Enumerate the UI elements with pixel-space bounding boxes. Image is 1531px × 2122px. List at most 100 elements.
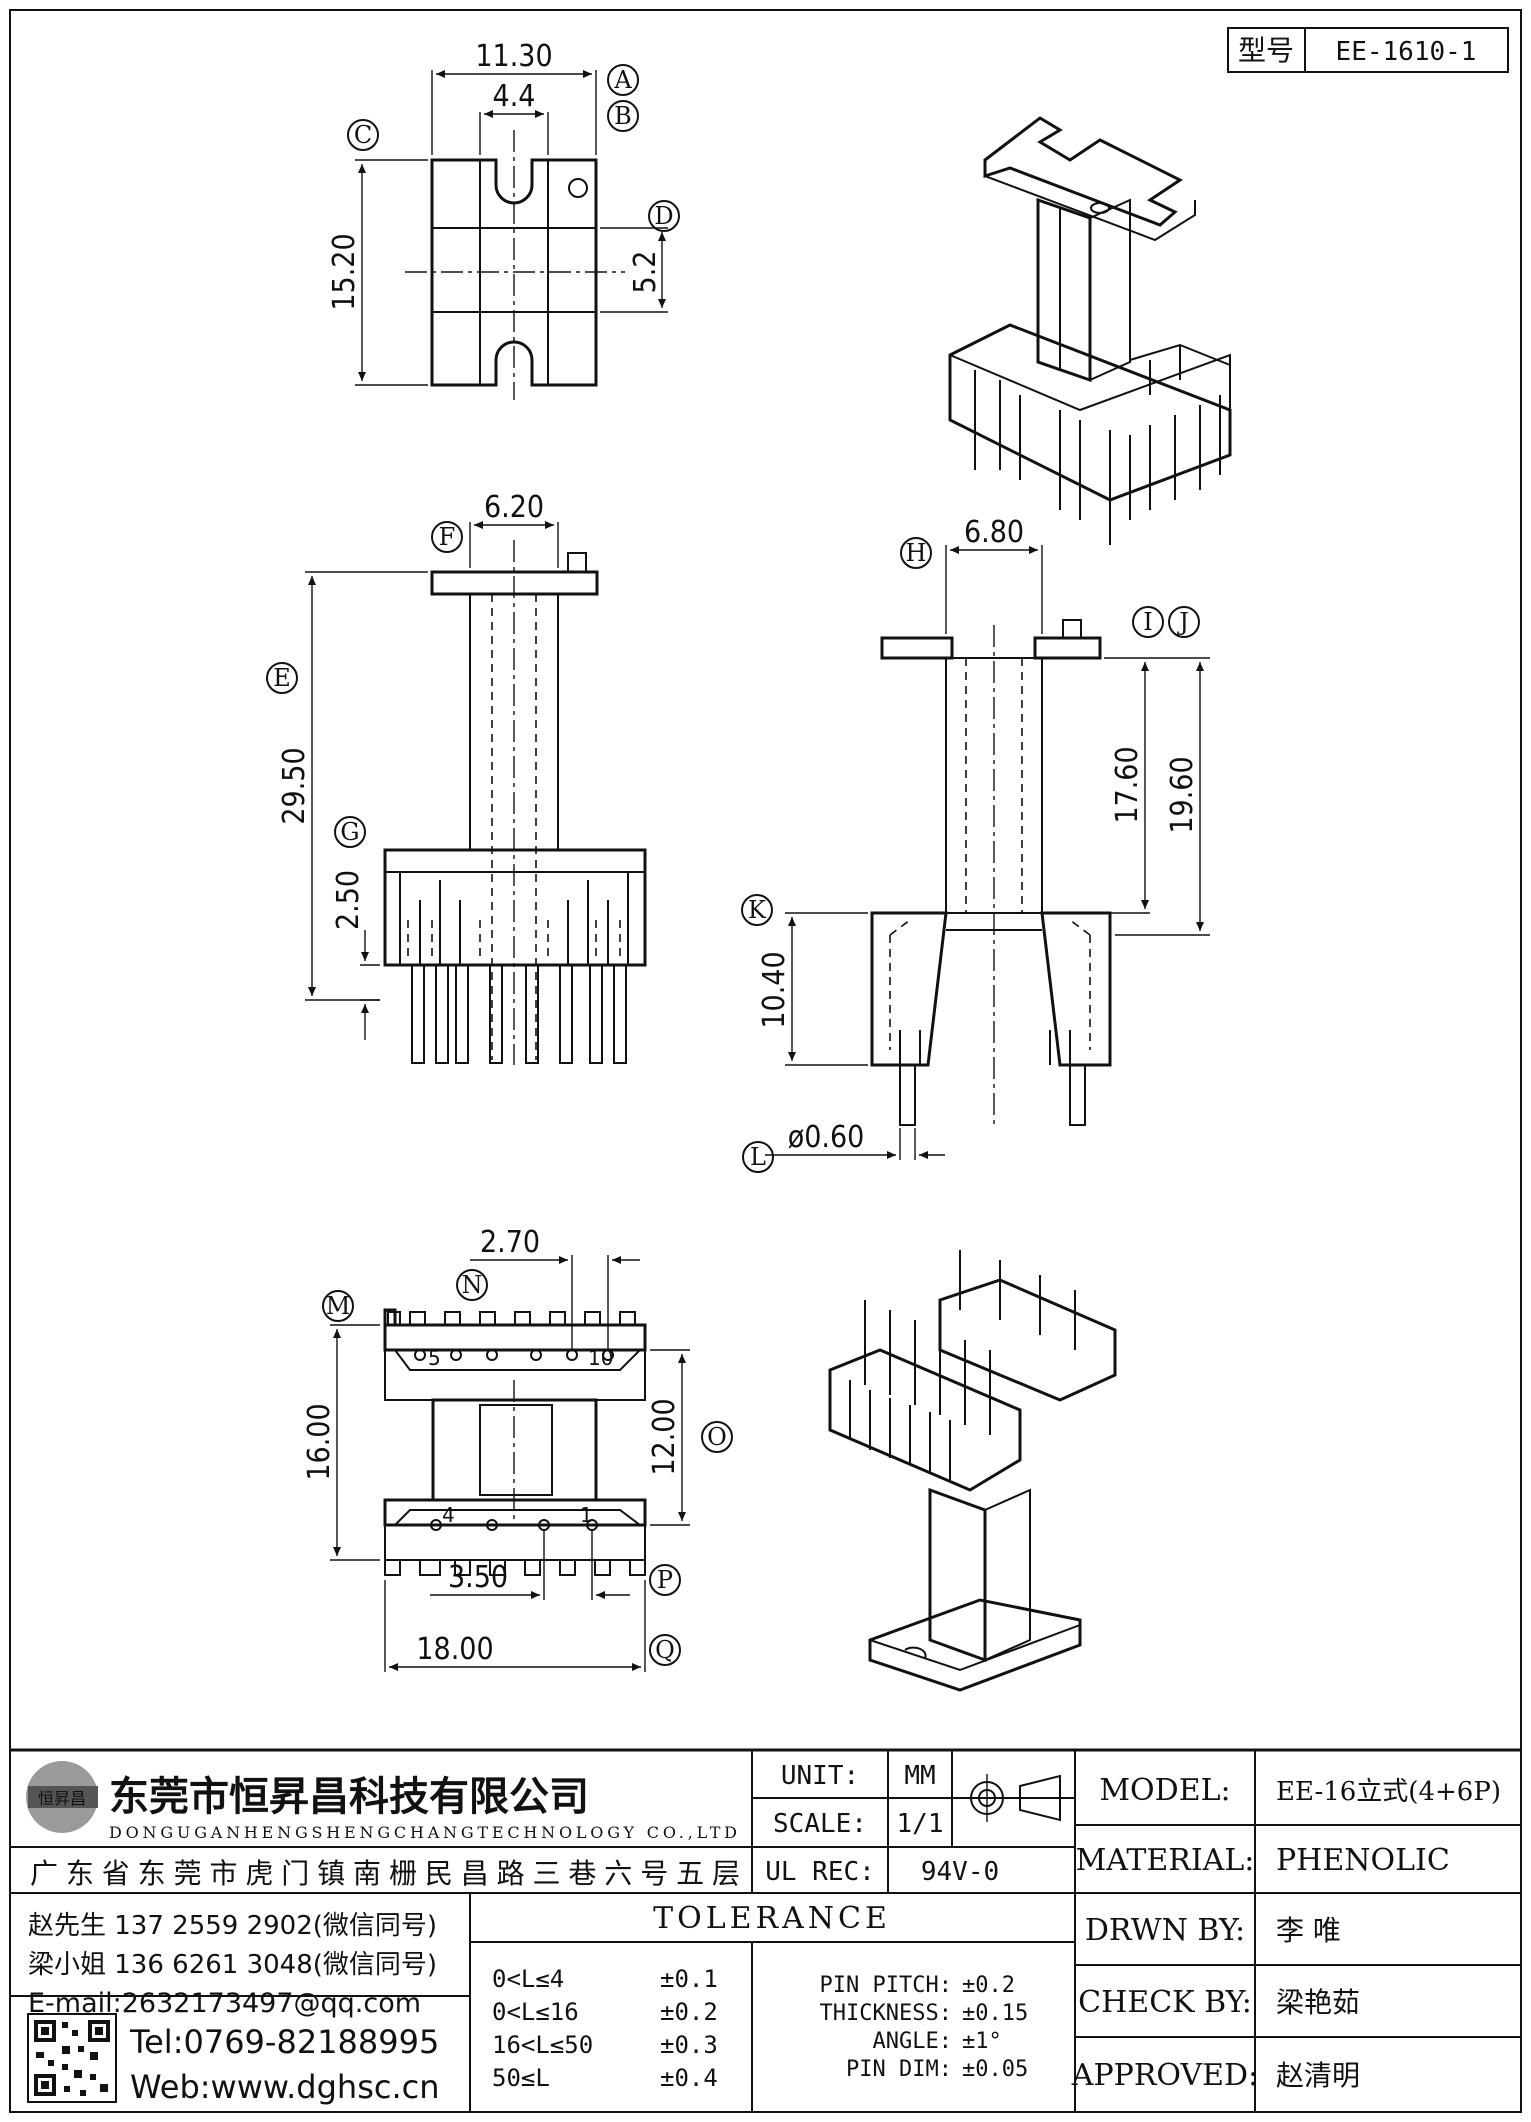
svg-text:P: P	[657, 1566, 673, 1594]
svg-text:D: D	[654, 202, 673, 230]
contact-2: 梁小姐 136 6261 3048(微信同号)	[28, 1950, 437, 1980]
company-address: 广东省东莞市虎门镇南栅民昌路三巷六号五层	[30, 1857, 740, 1890]
pin-number-5: 5	[428, 1346, 441, 1370]
spec-tol: ±0.05	[962, 2057, 1028, 2082]
dim-d: 5.2	[628, 251, 663, 294]
dim-n: 2.70	[480, 1225, 540, 1260]
label-m: M	[322, 1290, 354, 1322]
spec-tol: ±0.15	[962, 2001, 1028, 2026]
ul-rec-value: 94V-0	[921, 1857, 999, 1887]
unit-label: UNIT:	[781, 1761, 859, 1791]
label-g: G	[334, 816, 366, 848]
spec-name: THICKNESS:	[820, 2001, 952, 2026]
label-k: K	[741, 894, 773, 926]
dim-i: 17.60	[1110, 746, 1145, 823]
scale-label: SCALE:	[773, 1809, 867, 1839]
dim-j: 19.60	[1165, 756, 1200, 833]
tol-range: 0<L≤4	[492, 1965, 564, 1993]
svg-text:O: O	[707, 1423, 727, 1451]
svg-text:J: J	[1176, 608, 1189, 636]
website: Web:www.dghsc.cn	[130, 2068, 440, 2106]
front-view: 29.50 6.20 2.50	[277, 490, 647, 1065]
bottom-view: 5 10 4 1 16.00 2.70 12.00 3.50 18.00	[302, 1225, 690, 1672]
dim-h: 6.80	[964, 515, 1024, 550]
svg-text:G: G	[340, 818, 359, 846]
scale-value: 1/1	[897, 1809, 944, 1839]
sheet-border	[9, 9, 1522, 2113]
drawn-by-label: DRWN BY:	[1085, 1913, 1245, 1948]
label-j: J	[1168, 606, 1200, 638]
dim-o: 12.00	[647, 1398, 682, 1475]
isometric-view-bottom	[828, 1250, 1117, 1692]
label-q: Q	[649, 1634, 681, 1666]
label-d: D	[648, 200, 680, 232]
dim-e: 29.50	[277, 747, 312, 824]
spec-tol: ±0.2	[962, 1973, 1015, 1998]
svg-text:H: H	[906, 539, 927, 567]
svg-text:L: L	[750, 1143, 766, 1171]
telephone: Tel:0769-82188995	[129, 2023, 439, 2061]
title-block: 恒昇昌 东莞市恒昇昌科技有限公司 DONGUGANHENGSHENGCHANGT…	[10, 1748, 1521, 2112]
label-h: H	[900, 537, 932, 569]
pin-number-10: 10	[588, 1346, 613, 1370]
dim-l: ø0.60	[788, 1120, 865, 1155]
check-by-label: CHECK BY:	[1078, 1985, 1252, 2020]
ul-rec-label: UL REC:	[765, 1857, 875, 1887]
dim-a: 11.30	[475, 39, 552, 74]
label-f: F	[431, 521, 463, 553]
dim-g: 2.50	[331, 870, 366, 930]
svg-text:Q: Q	[655, 1636, 675, 1664]
circle-labels: A B C D E F G H I J K L M N O P Q	[266, 64, 1200, 1666]
approved-value: 赵清明	[1276, 2059, 1360, 2092]
tol-range: 16<L≤50	[492, 2031, 593, 2059]
svg-text:E: E	[273, 664, 291, 692]
tol-value: ±0.1	[660, 1965, 718, 1993]
projection-symbol-icon	[963, 1774, 1065, 1822]
label-o: O	[701, 1421, 733, 1453]
svg-text:B: B	[614, 102, 632, 130]
label-a: A	[607, 64, 639, 96]
tol-range: 0<L≤16	[492, 1998, 579, 2026]
material-value: PHENOLIC	[1276, 1843, 1450, 1878]
svg-text:A: A	[613, 66, 632, 94]
spec-name: PIN PITCH:	[820, 1973, 952, 1998]
dim-b: 4.4	[493, 79, 536, 114]
logo-text: 恒昇昌	[38, 1789, 86, 1808]
drawn-by-value: 李 唯	[1276, 1914, 1341, 1947]
dim-m: 16.00	[302, 1403, 337, 1480]
pin-number-1: 1	[580, 1503, 593, 1527]
dim-f: 6.20	[484, 490, 544, 525]
label-e: E	[266, 662, 298, 694]
model-label: MODEL:	[1099, 1773, 1230, 1808]
unit-value: MM	[904, 1761, 935, 1791]
dim-k: 10.40	[757, 951, 792, 1028]
svg-text:F: F	[439, 523, 456, 551]
label-l: L	[742, 1141, 774, 1173]
model-value: EE-16立式(4+6P)	[1276, 1777, 1501, 1807]
dim-p: 3.50	[448, 1560, 508, 1595]
approved-label: APPROVED:	[1071, 2058, 1258, 2093]
contact-1: 赵先生 137 2559 2902(微信同号)	[28, 1911, 437, 1941]
dim-c: 15.20	[327, 233, 362, 310]
label-c: C	[347, 119, 379, 151]
spec-name: ANGLE:	[873, 2029, 952, 2054]
top-view: 11.30 4.4 15.20 5.2	[327, 39, 668, 400]
svg-text:K: K	[748, 896, 767, 924]
model-number-value: EE-1610-1	[1336, 37, 1477, 67]
label-n: N	[456, 1269, 488, 1301]
svg-text:N: N	[462, 1271, 483, 1299]
pin-number-4: 4	[442, 1503, 455, 1527]
tolerance-table: 0<L≤4 ±0.1 0<L≤16 ±0.2 16<L≤50 ±0.3 50≤L…	[492, 1965, 718, 2092]
isometric-view-top	[948, 116, 1232, 545]
company-name-en: DONGUGANHENGSHENGCHANGTECHNOLOGY CO.,LTD	[109, 1823, 737, 1842]
spec-tolerance-table: PIN PITCH: ±0.2 THICKNESS: ±0.15 ANGLE: …	[820, 1973, 1029, 2082]
material-label: MATERIAL:	[1076, 1843, 1255, 1878]
label-i: I	[1132, 606, 1164, 638]
dim-q: 18.00	[416, 1632, 493, 1667]
label-p: P	[649, 1564, 681, 1596]
side-view: 6.80 17.60 19.60 10.40 ø0.60	[757, 515, 1210, 1160]
tol-value: ±0.4	[660, 2064, 718, 2092]
svg-text:I: I	[1143, 608, 1152, 636]
tol-range: 50≤L	[492, 2064, 550, 2092]
